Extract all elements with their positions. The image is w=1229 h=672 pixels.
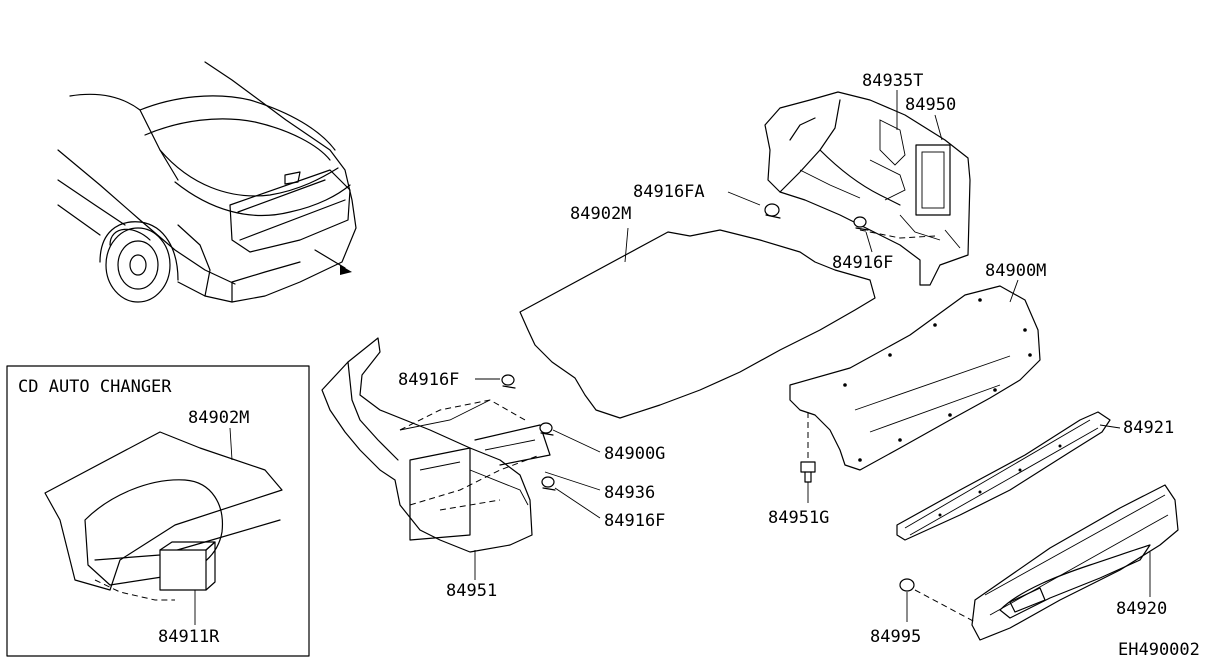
label-84916FA: 84916FA bbox=[633, 182, 705, 202]
clip-84900G: 84900G bbox=[539, 422, 665, 464]
inset-label-84911R: 84911R bbox=[158, 627, 220, 647]
label-84900G: 84900G bbox=[604, 444, 665, 464]
side-finisher-rh: 84935T 84950 bbox=[764, 71, 971, 286]
clip-84916F-top: 84916F bbox=[832, 216, 893, 273]
label-84900M: 84900M bbox=[985, 261, 1046, 281]
label-84950: 84950 bbox=[905, 95, 956, 115]
clip-84951G: 84951G bbox=[768, 412, 829, 528]
clip-icon bbox=[539, 422, 553, 434]
label-84916F-top: 84916F bbox=[832, 253, 893, 273]
clip-icon bbox=[764, 203, 780, 217]
label-84951: 84951 bbox=[446, 581, 497, 601]
rear-panel-finisher: 84920 bbox=[971, 484, 1179, 641]
direction-arrow-icon bbox=[340, 265, 352, 275]
label-84902M: 84902M bbox=[570, 204, 631, 224]
finisher-panel bbox=[915, 144, 951, 216]
rear-plate-finisher: 84921 bbox=[896, 411, 1174, 541]
cd-changer-unit bbox=[159, 549, 207, 591]
clip-84916F-left: 84916F bbox=[398, 370, 516, 390]
label-84916F-mid: 84916F bbox=[604, 511, 665, 531]
label-84935T: 84935T bbox=[862, 71, 923, 91]
clip-84916F-mid: 84916F bbox=[541, 476, 665, 531]
side-finisher-lh: 84951 bbox=[321, 337, 551, 601]
label-84920: 84920 bbox=[1116, 599, 1167, 619]
label-84995: 84995 bbox=[870, 627, 921, 647]
clip-icon bbox=[541, 476, 555, 488]
trunk-floor-mat: 84902M bbox=[519, 204, 876, 419]
label-84921: 84921 bbox=[1123, 418, 1174, 438]
clip-84995: 84995 bbox=[870, 578, 976, 647]
clip-icon bbox=[501, 374, 515, 386]
bracket-84936: 84936 bbox=[544, 471, 655, 503]
clip-icon bbox=[853, 216, 867, 228]
label-84936: 84936 bbox=[604, 483, 655, 503]
trunk-lid-finisher: 84900M bbox=[789, 261, 1046, 471]
vehicle-rear-illustration bbox=[57, 61, 357, 303]
label-84951G: 84951G bbox=[768, 508, 829, 528]
inset-title: CD AUTO CHANGER bbox=[18, 377, 172, 397]
diagram-id: EH490002 bbox=[1118, 640, 1200, 660]
clip-icon bbox=[800, 461, 816, 473]
label-84916F-left: 84916F bbox=[398, 370, 459, 390]
cd-auto-changer-inset: CD AUTO CHANGER 84902M 84911R bbox=[6, 365, 310, 657]
inset-label-84902M: 84902M bbox=[188, 408, 249, 428]
inset-frame bbox=[6, 365, 310, 657]
clip-84916FA: 84916FA bbox=[633, 182, 781, 219]
clip-icon bbox=[899, 578, 915, 592]
